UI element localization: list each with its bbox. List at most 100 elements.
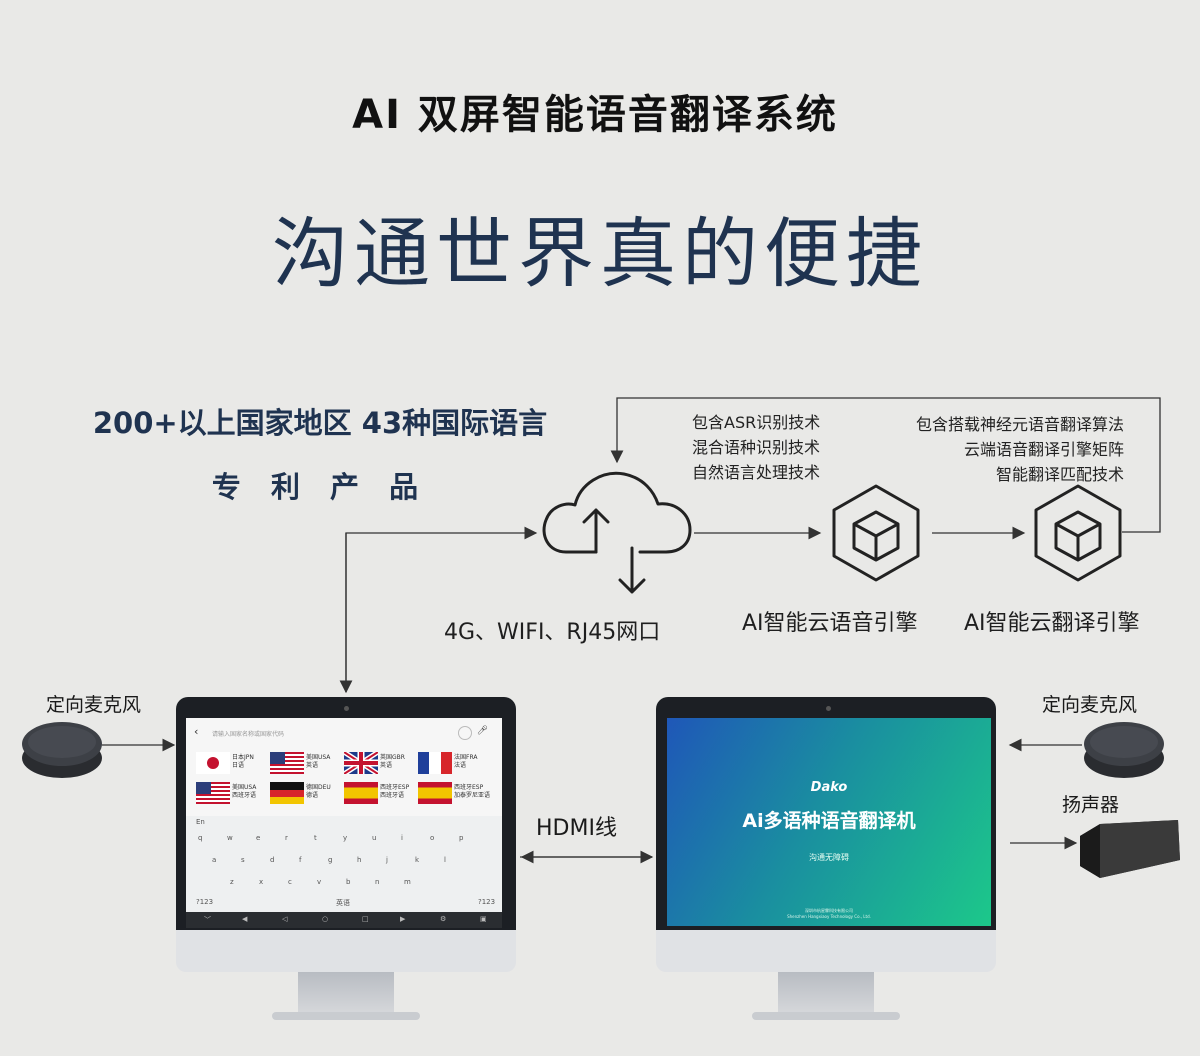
key-v[interactable]: v [317, 878, 322, 886]
flag-usa[interactable] [196, 782, 230, 804]
key-w[interactable]: w [227, 834, 233, 842]
key-p[interactable]: p [459, 834, 464, 842]
key-t[interactable]: t [314, 834, 317, 842]
clear-icon[interactable] [458, 726, 472, 740]
key-h[interactable]: h [357, 856, 362, 864]
product-tagline: 沟通无障碍 [809, 853, 849, 862]
camera-dot [344, 706, 349, 711]
key-a[interactable]: a [212, 856, 217, 864]
microphone-left [22, 722, 102, 778]
key-d[interactable]: d [270, 856, 275, 864]
key-j[interactable]: j [386, 856, 388, 864]
cube-icon [1034, 484, 1122, 582]
back-icon[interactable]: ‹ [194, 725, 199, 738]
cloud-upload-download-icon [542, 471, 692, 594]
key-g[interactable]: g [328, 856, 333, 864]
flag-japan[interactable] [196, 752, 230, 774]
mic-left-label: 定向麦克风 [46, 694, 142, 716]
key-k[interactable]: k [415, 856, 420, 864]
company-name: 深圳市杭星霖科技有限公司 Shenzhen Hangxiaoy Technolo… [787, 908, 871, 919]
flag-usa[interactable] [270, 752, 304, 774]
coverage-stat: 200+以上国家地区 43种国际语言 [92, 406, 548, 440]
brand-logo: Dako [810, 780, 848, 795]
cube-icon [832, 484, 920, 582]
mic-icon[interactable]: 🎤︎ [476, 726, 488, 736]
feature-item: 云端语音翻译引擎矩阵 [963, 440, 1124, 459]
translation-engine-features: 包含搭载神经元语音翻译算法 云端语音翻译引擎矩阵 智能翻译匹配技术 [880, 412, 1124, 487]
keyboard-language[interactable]: En [196, 818, 205, 826]
translation-engine-label: AI智能云翻译引擎 [964, 611, 1140, 636]
hdmi-label: HDMI线 [536, 816, 617, 841]
speech-engine-features: 包含ASR识别技术 混合语种识别技术 自然语言处理技术 [692, 410, 820, 485]
monitor-chin [176, 930, 516, 972]
monitor-base [752, 1012, 900, 1020]
flag-spain[interactable] [344, 782, 378, 804]
key-q[interactable]: q [198, 834, 203, 842]
flag-spain[interactable] [418, 782, 452, 804]
product-name: Ai多语种语音翻译机 [742, 810, 916, 832]
speaker-label: 扬声器 [1062, 794, 1120, 816]
key-m[interactable]: m [404, 878, 411, 886]
slogan: 沟通世界真的便捷 [272, 209, 928, 298]
network-label: 4G、WIFI、RJ45网口 [444, 620, 661, 645]
key-numbers[interactable]: ?123 [196, 898, 214, 906]
camera-dot [826, 706, 831, 711]
feature-item: 自然语言处理技术 [692, 463, 821, 482]
feature-item: 智能翻译匹配技术 [995, 465, 1124, 484]
mic-right-label: 定向麦克风 [1042, 694, 1138, 716]
home-icon[interactable]: ○ [322, 915, 329, 923]
volume-down-icon[interactable]: ◀ [242, 915, 248, 923]
key-z[interactable]: z [230, 878, 234, 886]
volume-up-icon[interactable]: ▶ [400, 915, 406, 923]
recent-apps-icon[interactable]: □ [362, 915, 369, 923]
android-navbar: ﹀ ◀ ◁ ○ □ ▶ ⚙ ▣ [186, 912, 502, 928]
speech-engine-label: AI智能云语音引擎 [742, 611, 918, 636]
feature-item: 包含ASR识别技术 [692, 413, 821, 432]
monitor-stand [298, 972, 394, 1014]
microphone-right [1084, 722, 1164, 778]
monitor-base [272, 1012, 420, 1020]
flag-germany[interactable] [270, 782, 304, 804]
key-c[interactable]: c [288, 878, 292, 886]
key-s[interactable]: s [241, 856, 245, 864]
key-f[interactable]: f [299, 856, 302, 864]
page-title: AI 双屏智能语音翻译系统 [352, 92, 838, 138]
settings-icon[interactable]: ⚙ [440, 915, 447, 923]
key-u[interactable]: u [372, 834, 377, 842]
key-x[interactable]: x [259, 878, 264, 886]
feature-item: 包含搭载神经元语音翻译算法 [915, 415, 1124, 434]
screenshot-icon[interactable]: ▣ [480, 915, 487, 923]
key-r[interactable]: r [285, 834, 288, 842]
flag-france[interactable] [418, 752, 452, 774]
key-n[interactable]: n [375, 878, 380, 886]
monitor-chin [656, 930, 996, 972]
key-space[interactable]: 英语 [336, 899, 350, 907]
search-input[interactable]: 请输入国家名称或国家代码 [212, 731, 285, 738]
key-l[interactable]: l [444, 856, 446, 864]
key-i[interactable]: i [401, 834, 403, 842]
key-y[interactable]: y [343, 834, 348, 842]
key-numbers[interactable]: ?123 [478, 898, 496, 906]
key-o[interactable]: o [430, 834, 435, 842]
speaker-device [1080, 820, 1180, 878]
monitor-stand [778, 972, 874, 1014]
feature-item: 混合语种识别技术 [692, 438, 821, 457]
key-e[interactable]: e [256, 834, 261, 842]
key-b[interactable]: b [346, 878, 351, 886]
back-icon[interactable]: ◁ [282, 915, 288, 923]
flag-uk[interactable] [344, 752, 378, 774]
right-screen: Dako Ai多语种语音翻译机 沟通无障碍 深圳市杭星霖科技有限公司 Shenz… [667, 718, 991, 926]
chevron-down-icon[interactable]: ﹀ [204, 916, 211, 924]
search-bar[interactable]: ‹ 请输入国家名称或国家代码 🎤︎ [192, 724, 494, 742]
